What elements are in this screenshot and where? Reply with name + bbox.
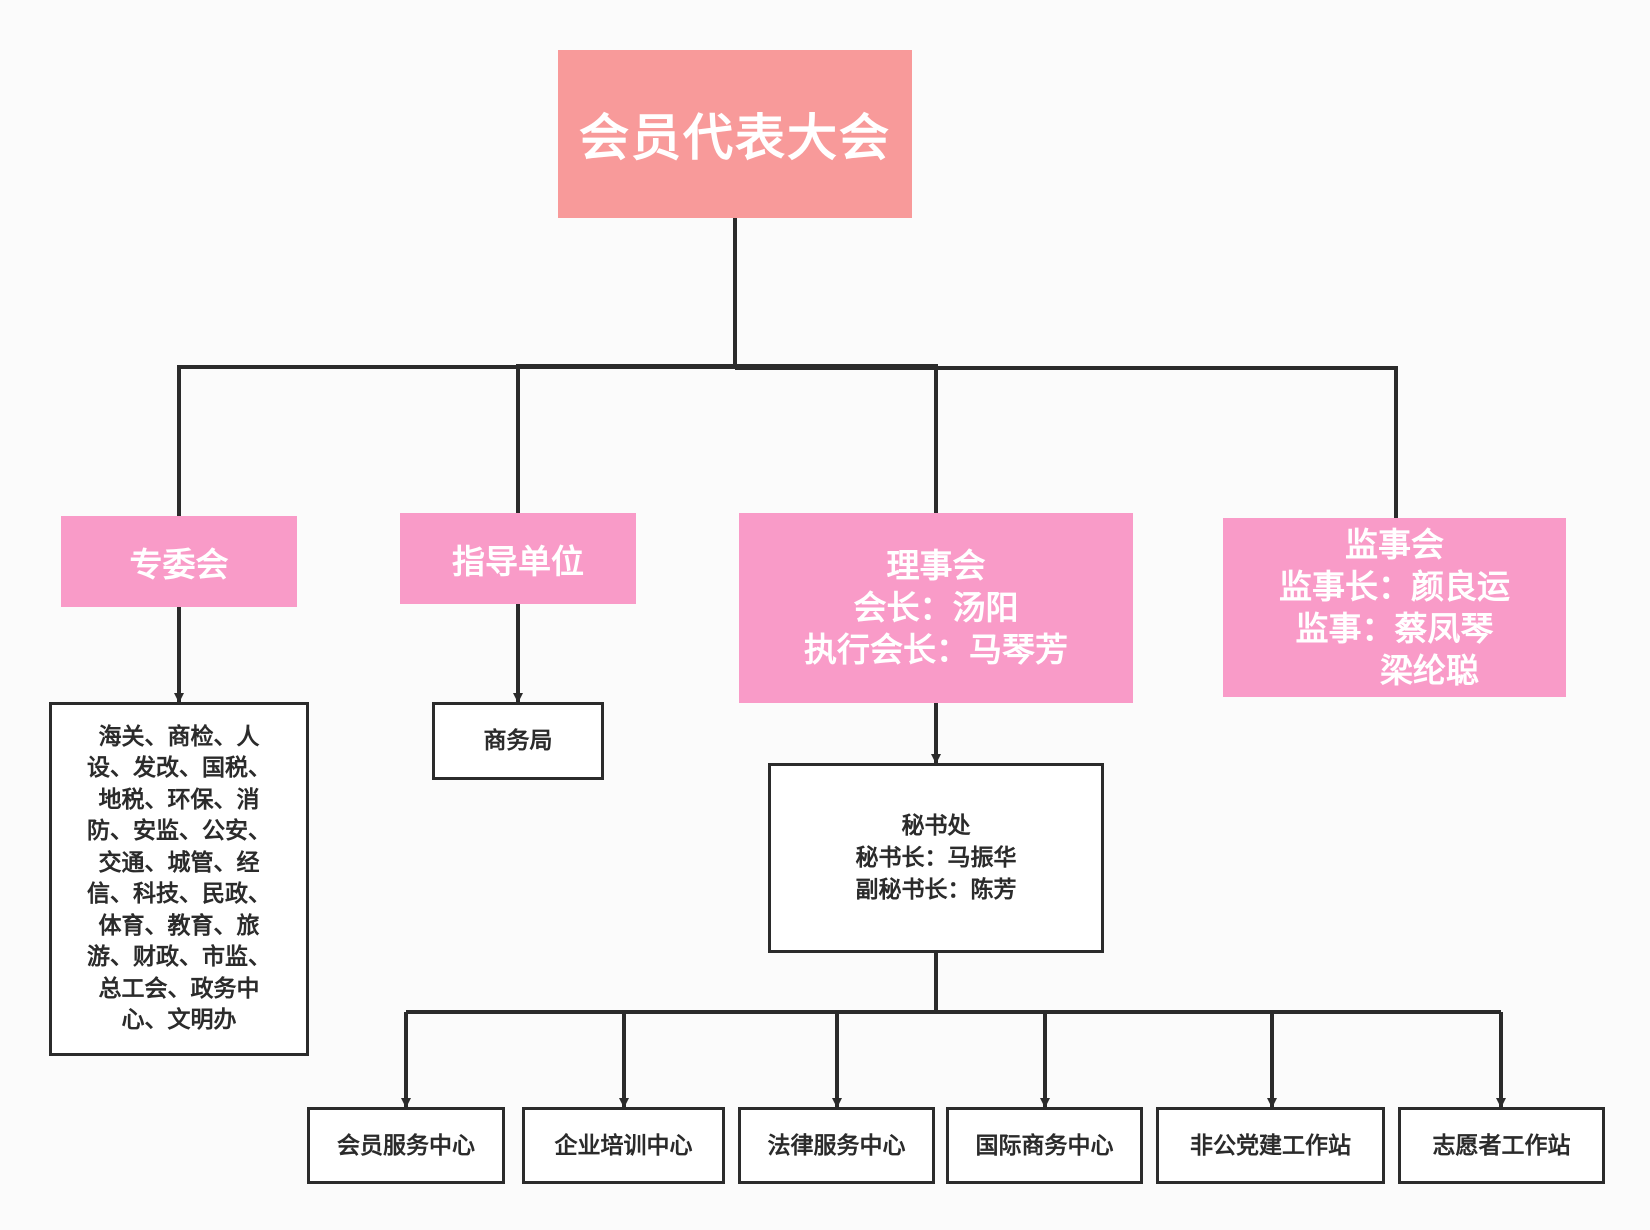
- members-line: 防、安监、公安、: [87, 818, 271, 844]
- center-label: 会员服务中心: [337, 1132, 475, 1159]
- zhidao-unit-label: 商务局: [483, 728, 553, 754]
- root-box: 会员代表大会: [558, 50, 912, 218]
- jianshihui-supervisor: 监事：蔡凤琴: [1295, 608, 1494, 648]
- jianshihui-box: 监事会 监事长：颜良运 监事：蔡凤琴 梁纶聪: [1223, 518, 1566, 697]
- zhidao-box: 指导单位: [400, 513, 636, 604]
- center-box-6: 志愿者工作站: [1398, 1107, 1605, 1184]
- zhuanweihui-box: 专委会: [61, 516, 297, 607]
- center-box-1: 会员服务中心: [307, 1107, 505, 1184]
- link-lishihui: [735, 364, 938, 513]
- members-line: 体育、教育、旅: [98, 912, 260, 939]
- center-label: 非公党建工作站: [1190, 1132, 1351, 1159]
- center-box-2: 企业培训中心: [522, 1107, 725, 1184]
- lishihui-exec-president: 执行会长：马琴芳: [804, 630, 1068, 669]
- secretariat-title: 秘书处: [901, 813, 971, 839]
- members-line: 心、文明办: [121, 1007, 237, 1033]
- secretariat-box: 秘书处 秘书长：马振华 副秘书长：陈芳: [768, 763, 1104, 953]
- secretariat-deputy: 副秘书长：陈芳: [855, 877, 1017, 903]
- center-label: 国际商务中心: [975, 1132, 1114, 1159]
- jianshihui-chief: 监事长：颜良运: [1279, 566, 1510, 606]
- link-zhidao: [516, 364, 735, 513]
- zhidao-label: 指导单位: [452, 541, 584, 581]
- root-label: 会员代表大会: [579, 109, 891, 167]
- center-box-3: 法律服务中心: [738, 1107, 935, 1184]
- zhuanweihui-label: 专委会: [129, 544, 229, 584]
- members-line: 游、财政、市监、: [87, 944, 271, 970]
- center-label: 法律服务中心: [767, 1132, 906, 1159]
- lishihui-president: 会长：汤阳: [853, 588, 1019, 627]
- center-box-4: 国际商务中心: [946, 1107, 1143, 1184]
- members-line: 信、科技、民政、: [87, 881, 271, 907]
- zhuanweihui-members-box: 海关、商检、人 设、发改、国税、 地税、环保、消 防、安监、公安、 交通、城管、…: [49, 702, 309, 1056]
- zhidao-unit-box: 商务局: [432, 702, 604, 780]
- lishihui-title: 理事会: [886, 546, 986, 585]
- lishihui-box: 理事会 会长：汤阳 执行会长：马琴芳: [739, 513, 1133, 703]
- center-box-5: 非公党建工作站: [1156, 1107, 1385, 1184]
- members-line: 设、发改、国税、: [87, 755, 271, 781]
- link-jianshihui: [735, 366, 1398, 518]
- center-label: 志愿者工作站: [1432, 1132, 1571, 1159]
- jianshihui-supervisor-2: 梁纶聪: [1380, 650, 1479, 690]
- members-line: 地税、环保、消: [98, 786, 260, 813]
- center-label: 企业培训中心: [554, 1132, 693, 1159]
- members-line: 交通、城管、经: [98, 849, 260, 876]
- link-zhuanweihui: [177, 365, 735, 516]
- members-line: 海关、商检、人: [98, 723, 260, 750]
- members-line: 总工会、政务中: [98, 975, 260, 1002]
- jianshihui-title: 监事会: [1345, 524, 1444, 564]
- secretariat-chief: 秘书长：马振华: [855, 845, 1017, 871]
